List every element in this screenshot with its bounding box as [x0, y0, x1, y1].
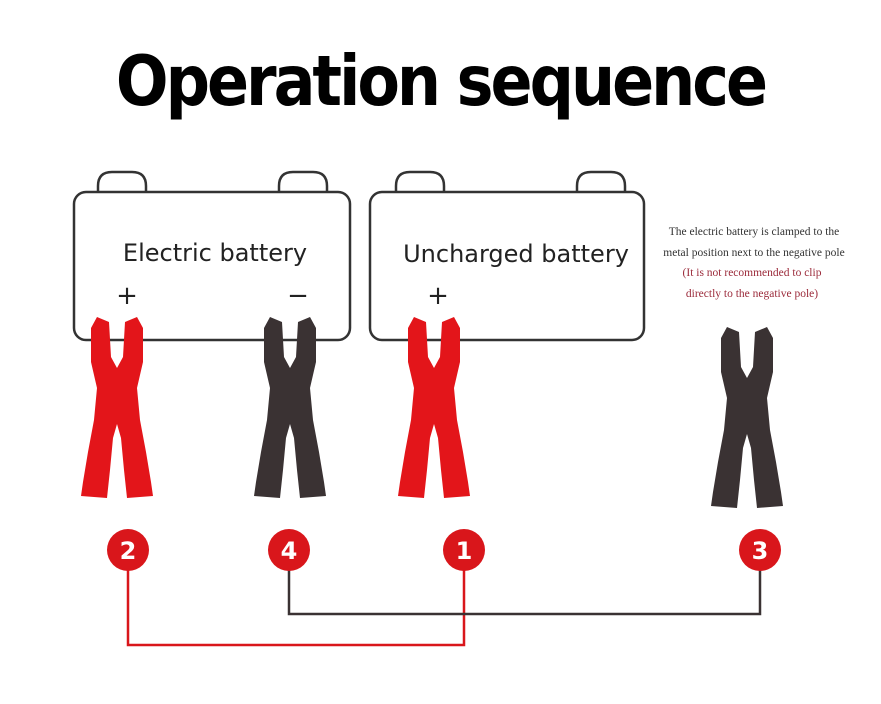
note-line: (It is not recommended to clip [683, 267, 822, 279]
note-line: The electric battery is clamped to the [669, 226, 840, 238]
uncharged-battery: Uncharged battery + [368, 170, 646, 342]
black-clamp-icon [254, 317, 326, 498]
note-line: directly to the negative pole) [686, 288, 818, 300]
step-badge-4: 4 [268, 529, 310, 571]
svg-text:3: 3 [752, 537, 769, 565]
red-connection-line [126, 570, 466, 647]
page-title: Operation sequence [115, 40, 768, 122]
note-line: metal position next to the negative pole [663, 247, 844, 259]
black-clamp-icon [711, 327, 783, 508]
step-badge-1: 1 [443, 529, 485, 571]
negative-sign: − [287, 281, 309, 311]
svg-text:4: 4 [281, 537, 298, 565]
clamp-note: The electric battery is clamped to the m… [663, 226, 844, 300]
battery-label: Electric battery [123, 239, 307, 267]
svg-text:1: 1 [456, 537, 473, 565]
red-clamp-icon [398, 317, 470, 498]
red-clamp-icon [81, 317, 153, 498]
positive-sign: + [116, 281, 138, 311]
battery-label: Uncharged battery [403, 240, 629, 268]
positive-sign: + [427, 281, 449, 311]
electric-battery: Electric battery + − [72, 170, 352, 342]
step-badge-3: 3 [739, 529, 781, 571]
svg-text:2: 2 [120, 537, 137, 565]
step-badge-2: 2 [107, 529, 149, 571]
black-connection-line [287, 570, 762, 616]
